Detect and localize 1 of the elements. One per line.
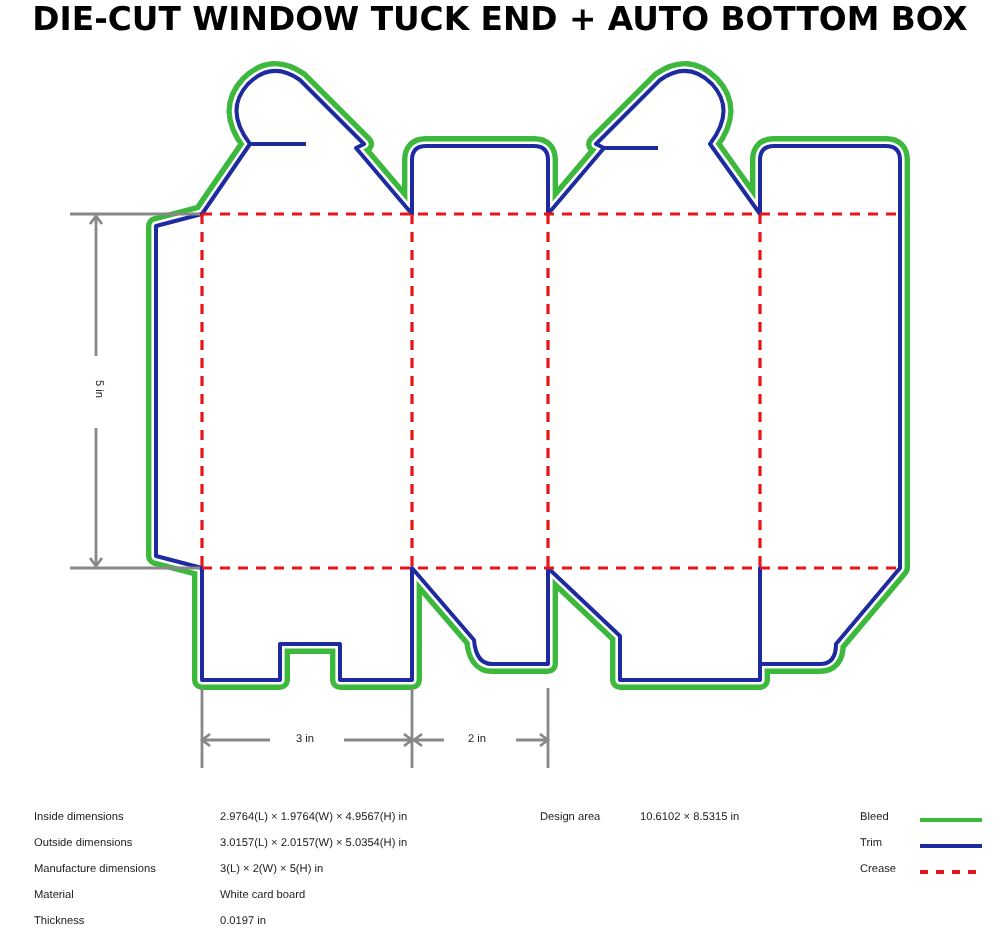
title: DIE-CUT WINDOW TUCK END + AUTO BOTTOM BOX [30, 0, 970, 40]
